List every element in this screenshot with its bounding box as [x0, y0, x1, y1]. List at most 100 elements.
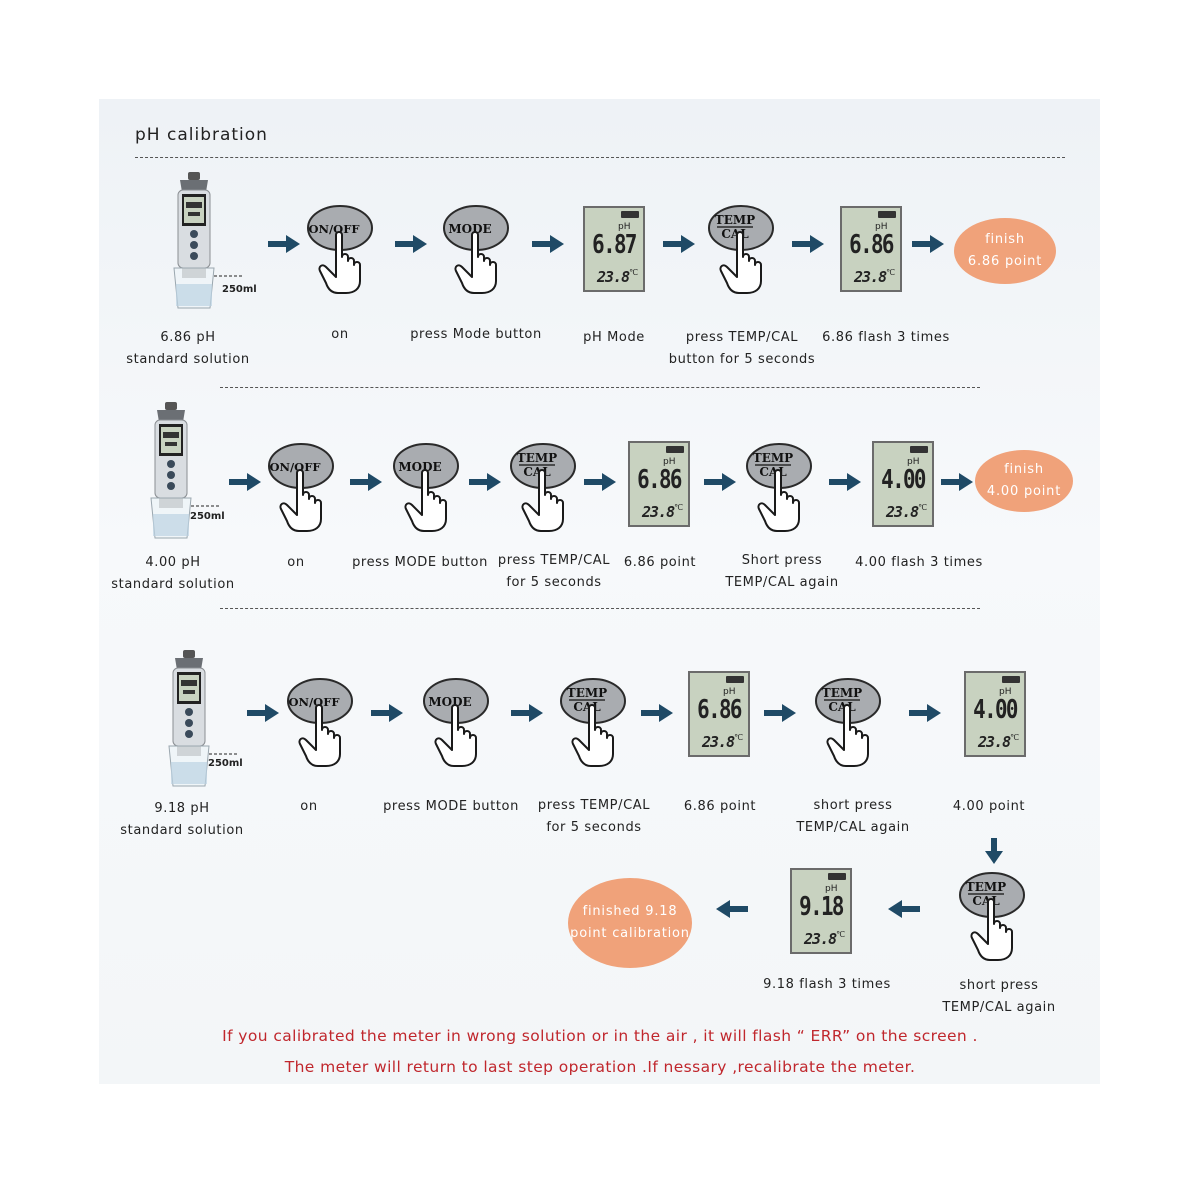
svg-text:MODE: MODE: [398, 460, 441, 474]
pointing-hand-icon: [719, 231, 762, 294]
svg-text:MODE: MODE: [428, 695, 471, 709]
battery-icon: [726, 676, 744, 683]
lcd-ph-value: 6.87: [592, 230, 637, 260]
step-label-line: TEMP/CAL again: [725, 575, 839, 590]
step-label: 6.86 point: [624, 552, 696, 574]
arrow-right-icon: [395, 235, 427, 253]
step-label-line: 9.18 flash 3 times: [763, 977, 891, 992]
onoff-button[interactable]: ON/OFF: [261, 443, 341, 533]
svg-text:CAL: CAL: [972, 894, 1000, 908]
lcd-temp-value: 23.8: [886, 503, 919, 521]
pointing-hand-icon: [298, 704, 341, 767]
ph-meter-in-beaker-icon: [168, 650, 237, 787]
celsius-icon: ℃: [629, 268, 638, 277]
step-label: press MODE button: [352, 552, 488, 574]
onoff-button[interactable]: ON/OFF: [300, 205, 380, 295]
arrow-right-icon: [641, 704, 673, 722]
svg-text:CAL: CAL: [573, 700, 601, 714]
lcd-ph-value: 4.00: [973, 695, 1018, 725]
battery-icon: [666, 446, 684, 453]
pointing-hand-icon: [279, 469, 322, 532]
step-label-line: on: [331, 327, 349, 342]
lcd-unit: pH: [618, 222, 631, 232]
battery-icon: [828, 873, 846, 880]
battery-icon: [878, 211, 896, 218]
lcd-ph-value: 4.00: [881, 465, 926, 495]
finish-badge-line: point calibration: [570, 926, 690, 941]
arrow-right-icon: [941, 473, 973, 491]
mode-button[interactable]: MODE: [416, 678, 496, 768]
svg-text:TEMP: TEMP: [966, 880, 1006, 894]
lcd-ph-value: 9.18: [799, 892, 844, 922]
celsius-icon: ℃: [918, 503, 927, 512]
lcd-temperature: 23.8℃: [642, 503, 683, 521]
celsius-icon: ℃: [1010, 733, 1019, 742]
arrow-right-icon: [704, 473, 736, 491]
arrow-right-icon: [829, 473, 861, 491]
battery-icon: [1002, 676, 1020, 683]
step-label: 4.00 point: [953, 796, 1025, 818]
divider: [135, 157, 1065, 158]
arrow-right-icon: [469, 473, 501, 491]
solution-label-line: standard solution: [120, 823, 244, 838]
pointing-hand-icon: [757, 469, 800, 532]
step-label-line: 4.00 flash 3 times: [855, 555, 983, 570]
lcd-temp-value: 23.8: [978, 733, 1011, 751]
solution-label: 9.18 pH standard solution: [120, 798, 243, 842]
lcd-unit: pH: [663, 457, 676, 467]
pointing-hand-icon: [318, 231, 361, 294]
mode-button[interactable]: MODE: [386, 443, 466, 533]
onoff-button[interactable]: ON/OFF: [280, 678, 360, 768]
step-label-line: 6.86 point: [623, 555, 697, 570]
step-label: 9.18 flash 3 times: [763, 974, 891, 996]
arrow-right-icon: [912, 235, 944, 253]
svg-text:MODE: MODE: [448, 222, 491, 236]
lcd-unit: pH: [907, 457, 920, 467]
celsius-icon: ℃: [674, 503, 683, 512]
lcd-ph-value: 6.86: [697, 695, 742, 725]
step-label-line: press MODE button: [352, 555, 488, 570]
step-label-line: press Mode button: [410, 327, 542, 342]
arrow-right-icon: [792, 235, 824, 253]
step-label-line: press MODE button: [383, 799, 519, 814]
celsius-icon: ℃: [886, 268, 895, 277]
warning-note-1: If you calibrated the meter in wrong sol…: [222, 1027, 978, 1045]
step-label-line: press TEMP/CAL: [685, 330, 799, 345]
solution-label-line: 9.18 pH: [154, 801, 210, 816]
pointing-hand-icon: [571, 704, 614, 767]
lcd-unit: pH: [999, 687, 1012, 697]
step-label-line: 6.86 point: [683, 799, 757, 814]
pointing-hand-icon: [970, 898, 1013, 961]
step-label: 4.00 flash 3 times: [855, 552, 983, 574]
step-label: pH Mode: [583, 327, 645, 349]
volume-label: 250ml: [190, 511, 225, 522]
finish-badge-line: 6.86 point: [967, 254, 1043, 269]
finish-badge-line: finish: [985, 232, 1025, 247]
pointing-hand-icon: [434, 704, 477, 767]
svg-text:ON/OFF: ON/OFF: [308, 222, 360, 236]
lcd-temperature: 23.8℃: [804, 930, 845, 948]
step-label-line: short press: [959, 978, 1039, 993]
lcd-ph-value: 6.86: [637, 465, 682, 495]
mode-button[interactable]: MODE: [436, 205, 516, 295]
pointing-hand-icon: [826, 704, 869, 767]
page-title: pH calibration: [135, 125, 268, 145]
volume-label: 250ml: [222, 284, 257, 295]
lcd-temperature: 23.8℃: [702, 733, 743, 751]
svg-text:TEMP: TEMP: [822, 686, 862, 700]
step-label: on: [287, 552, 304, 574]
